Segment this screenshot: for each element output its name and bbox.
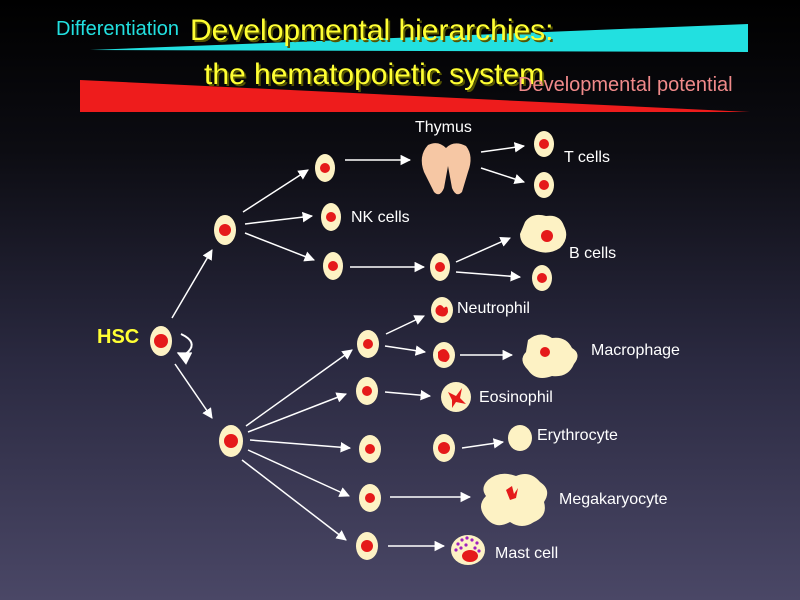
myeloid-progenitor-cell bbox=[219, 425, 243, 457]
b-progenitor-cell bbox=[323, 252, 343, 280]
arrow-preb-to-bcell-1 bbox=[455, 237, 511, 263]
differentiation-label: Differentiation bbox=[56, 18, 180, 40]
hsc-cell bbox=[150, 326, 172, 356]
neutrophil-nucleus bbox=[435, 305, 448, 317]
developmental-potential-label: Developmental potential bbox=[518, 74, 733, 96]
proerythroblast-cell bbox=[433, 434, 455, 462]
hsc-label: HSC bbox=[97, 326, 140, 348]
pre-b-cell bbox=[430, 253, 450, 281]
megakaryocyte-cell bbox=[481, 473, 548, 526]
mast-cell-nucleus bbox=[462, 550, 478, 562]
erythrocyte-cell bbox=[508, 425, 532, 451]
arrow-myeloid-to-mast bbox=[241, 459, 347, 541]
lymphoid-progenitor-cell bbox=[214, 215, 236, 245]
arrow-hsc-to-myeloid bbox=[174, 363, 213, 419]
nk-cells-label: NK cells bbox=[351, 209, 410, 226]
nk-cell bbox=[321, 203, 341, 231]
macrophage-cell bbox=[522, 334, 578, 378]
arrows bbox=[171, 142, 526, 552]
title-line-2: the hematopoietic system bbox=[204, 58, 545, 91]
title-line-1: Developmental hierarchies: bbox=[190, 14, 554, 47]
arrow-preb-to-bcell-2 bbox=[455, 271, 522, 282]
thymus-label: Thymus bbox=[415, 119, 472, 136]
t-cells-label: T cells bbox=[564, 149, 610, 166]
arrow-myeloid-to-eo bbox=[247, 392, 347, 433]
mast-progenitor-cell bbox=[356, 532, 378, 560]
neutrophil-label: Neutrophil bbox=[457, 300, 530, 317]
megakaryocyte-nucleus bbox=[506, 486, 518, 500]
t-cell-1 bbox=[534, 131, 554, 157]
megakaryocyte-label: Megakaryocyte bbox=[559, 491, 668, 508]
arrow-lymphoid-to-tprog bbox=[242, 169, 309, 213]
self-renewal-arrow bbox=[176, 333, 193, 365]
ery-progenitor-cell bbox=[359, 435, 381, 463]
arrow-ery-to-erythrocyte bbox=[461, 438, 505, 449]
t-cell-2 bbox=[534, 172, 554, 198]
b-cell-2 bbox=[532, 265, 552, 291]
arrow-eo-to-eosinophil bbox=[384, 389, 432, 401]
differentiation-wedge bbox=[90, 24, 748, 52]
developmental-potential-wedge bbox=[80, 80, 750, 112]
arrow-gm-to-neutrophil bbox=[385, 315, 425, 335]
arrow-lymphoid-to-nk bbox=[244, 211, 314, 225]
b-cells-label: B cells bbox=[569, 245, 617, 262]
arrow-myeloid-to-mk bbox=[247, 449, 350, 497]
mast-cell-label: Mast cell bbox=[495, 545, 559, 562]
arrow-thymus-to-tcell-2 bbox=[480, 167, 525, 185]
gm-progenitor-cell bbox=[357, 330, 379, 358]
arrow-myeloid-to-ery bbox=[249, 439, 352, 453]
arrow-lymphoid-to-bprog bbox=[244, 232, 315, 262]
arrow-thymus-to-tcell-1 bbox=[480, 142, 526, 153]
t-progenitor-cell bbox=[315, 154, 335, 182]
arrow-myeloid-to-gm bbox=[245, 349, 353, 427]
eosinophil-nucleus bbox=[448, 388, 466, 408]
monocyte-nucleus bbox=[438, 349, 450, 362]
mast-cell-granules bbox=[454, 536, 481, 553]
arrow-hsc-to-lymphoid bbox=[171, 249, 213, 319]
arrow-gm-to-mono bbox=[384, 345, 427, 356]
eosinophil-label: Eosinophil bbox=[479, 389, 553, 406]
macrophage-nucleus bbox=[540, 347, 550, 357]
erythrocyte-label: Erythrocyte bbox=[537, 427, 618, 444]
b-cell-1-nucleus bbox=[541, 230, 553, 242]
eo-progenitor-cell bbox=[356, 377, 378, 405]
mk-progenitor-cell bbox=[359, 484, 381, 512]
macrophage-label: Macrophage bbox=[591, 342, 680, 359]
thymus-icon bbox=[421, 143, 471, 195]
